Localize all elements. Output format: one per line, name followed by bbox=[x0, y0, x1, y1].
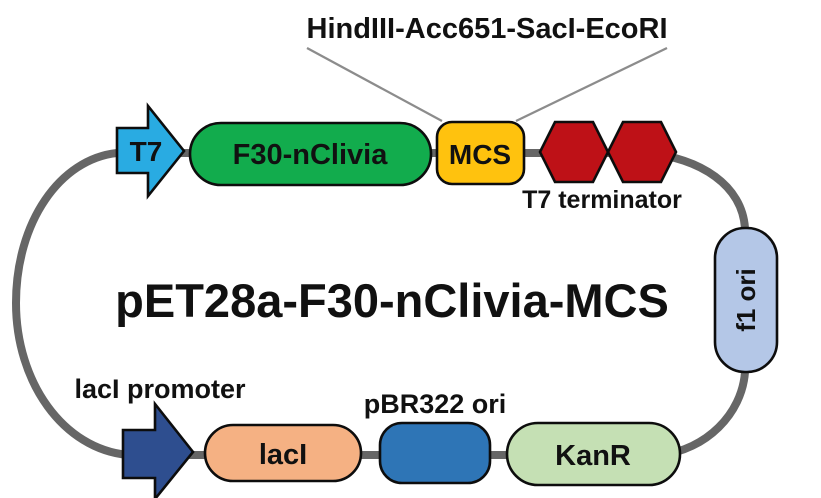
leader-line-left bbox=[306, 47, 443, 122]
kanr-label: KanR bbox=[555, 440, 631, 472]
pbr322-ori-box bbox=[378, 421, 492, 485]
f1-ori-label: f1 ori bbox=[731, 268, 761, 332]
t7-promoter-arrow bbox=[115, 102, 186, 200]
laci-promoter-arrow bbox=[121, 400, 195, 498]
t7-promoter-label: T7 bbox=[130, 136, 163, 167]
laci-label: lacI bbox=[259, 439, 307, 471]
mcs-box bbox=[435, 120, 526, 186]
leader-line-right bbox=[515, 46, 668, 123]
laci-box bbox=[203, 423, 363, 483]
laci-promoter-label: lacI promoter bbox=[74, 374, 246, 404]
t7-terminator-hexagon-2 bbox=[606, 120, 678, 184]
f30-nclivia-label: F30-nClivia bbox=[233, 139, 389, 171]
mcs-label: MCS bbox=[449, 139, 511, 170]
restriction-sites-label: HindIII-Acc651-SacI-EcoRI bbox=[307, 13, 668, 45]
pbr322-ori-label: pBR322 ori bbox=[364, 389, 507, 419]
t7-terminator-hexagon-1 bbox=[538, 120, 610, 184]
f30-nclivia-box bbox=[188, 121, 433, 187]
f1-ori-box bbox=[713, 226, 779, 374]
kanr-box bbox=[505, 421, 682, 487]
plasmid-title: pET28a-F30-nClivia-MCS bbox=[115, 274, 669, 327]
t7-terminator-label: T7 terminator bbox=[522, 186, 682, 214]
